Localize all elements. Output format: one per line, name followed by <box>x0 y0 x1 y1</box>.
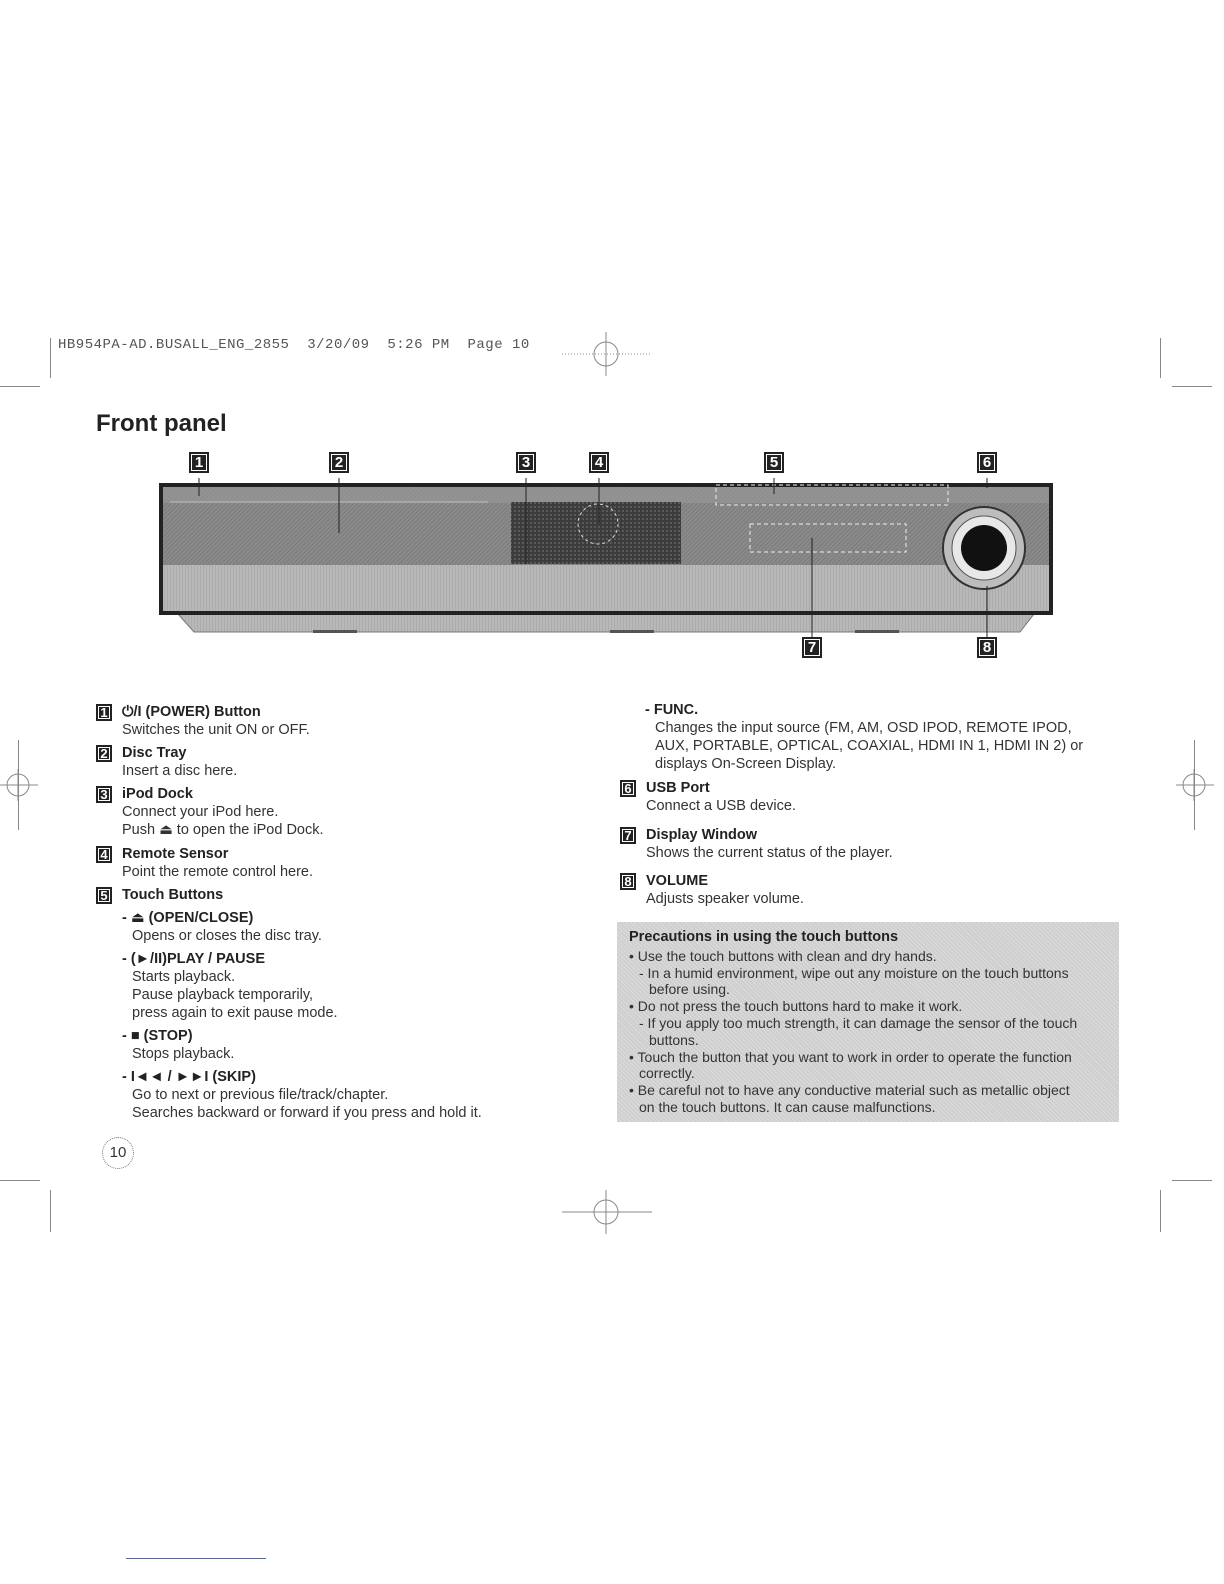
slug-time: 5:26 PM <box>387 337 450 353</box>
touch-button-description: AUX, PORTABLE, OPTICAL, COAXIAL, HDMI IN… <box>655 738 1084 754</box>
touch-skip: - I◄◄ / ►►I (SKIP) Go to next or previou… <box>122 1068 482 1122</box>
slug-page: Page 10 <box>467 337 530 353</box>
touch-func: - FUNC. Changes the input source (FM, AM… <box>645 701 1083 773</box>
precautions-box: Precautions in using the touch buttons •… <box>617 922 1119 1122</box>
item-number: 1 <box>96 703 112 721</box>
item-number: 5 <box>96 886 112 904</box>
precaution-line: buttons. <box>649 1031 699 1048</box>
touch-stop: - ■ (STOP) Stops playback. <box>122 1027 234 1063</box>
crop-mark <box>50 338 51 378</box>
item-description: Adjusts speaker volume. <box>646 891 804 907</box>
touch-button-description: Stops playback. <box>132 1046 235 1062</box>
touch-button-title: - FUNC. <box>645 702 699 718</box>
touch-button-description: Opens or closes the disc tray. <box>132 928 322 944</box>
item-title: ⏻/I (POWER) Button <box>122 704 261 720</box>
touch-button-description: press again to exit pause mode. <box>132 1005 338 1021</box>
item-description: Connect a USB device. <box>646 798 796 814</box>
item-description: Point the remote control here. <box>122 864 314 880</box>
crop-mark <box>1172 386 1212 387</box>
callout-2: 2 <box>329 452 349 473</box>
crop-mark <box>1160 1190 1161 1232</box>
item-number: 8 <box>620 872 636 890</box>
slug-file: HB954PA-AD.BUSALL_ENG_2855 <box>58 337 290 353</box>
callout-7: 7 <box>802 637 822 658</box>
precaution-line: • Touch the button that you want to work… <box>629 1048 1072 1065</box>
callout-1: 1 <box>189 452 209 473</box>
registration-mark-bottom <box>562 1190 652 1234</box>
touch-button-description: displays On-Screen Display. <box>655 756 837 772</box>
item-number: 4 <box>96 845 112 863</box>
touch-button-description: Starts playback. <box>132 969 236 985</box>
footer-rule <box>126 1558 266 1559</box>
touch-button-title: - ■ (STOP) <box>122 1028 193 1044</box>
touch-button-title: - (►/II)PLAY / PAUSE <box>122 951 265 967</box>
item-title: VOLUME <box>646 873 709 889</box>
item-description: Insert a disc here. <box>122 763 238 779</box>
item-number: 3 <box>96 785 112 803</box>
precaution-line: - In a humid environment, wipe out any m… <box>639 964 1069 981</box>
item-title: Remote Sensor <box>122 846 229 862</box>
item-ipod-dock: 3 iPod Dock Connect your iPod here. Push … <box>96 785 324 839</box>
touch-button-title: - ⏏ (OPEN/CLOSE) <box>122 910 254 926</box>
item-disc-tray: 2 Disc Tray Insert a disc here. <box>96 744 237 780</box>
precautions-title: Precautions in using the touch buttons <box>629 929 899 945</box>
page-number: 10 <box>102 1137 134 1169</box>
item-title: iPod Dock <box>122 786 193 802</box>
touch-button-description: Pause playback temporarily, <box>132 987 314 1003</box>
item-description: Connect your iPod here. <box>122 804 279 820</box>
item-number: 7 <box>620 826 636 844</box>
crop-mark <box>0 386 40 387</box>
item-title: Touch Buttons <box>122 887 224 903</box>
precaution-line: on the touch buttons. It can cause malfu… <box>639 1098 936 1115</box>
item-usb-port: 6 USB Port Connect a USB device. <box>620 779 796 815</box>
item-description: Push ⏏ to open the iPod Dock. <box>122 822 324 838</box>
slug-date: 3/20/09 <box>307 337 370 353</box>
precaution-line: before using. <box>649 981 730 998</box>
page-title: Front panel <box>96 410 227 437</box>
callout-8: 8 <box>977 637 997 658</box>
registration-mark-left <box>0 769 38 801</box>
callout-6: 6 <box>977 452 997 473</box>
crop-mark <box>1160 338 1161 378</box>
item-remote-sensor: 4 Remote Sensor Point the remote control … <box>96 845 313 881</box>
callout-4: 4 <box>589 452 609 473</box>
callout-3: 3 <box>516 452 536 473</box>
touch-play-pause: - (►/II)PLAY / PAUSE Starts playback. Pa… <box>122 950 338 1022</box>
item-title: Display Window <box>646 827 758 843</box>
precaution-line: - If you apply too much strength, it can… <box>639 1014 1078 1031</box>
item-power: 1 ⏻/I (POWER) Button Switches the unit ON… <box>96 703 310 739</box>
front-panel-illustration <box>159 478 1053 638</box>
item-title: USB Port <box>646 780 710 796</box>
touch-button-description: Searches backward or forward if you pres… <box>132 1105 482 1121</box>
crop-mark <box>50 1190 51 1232</box>
precaution-line: correctly. <box>639 1065 695 1082</box>
touch-button-description: Go to next or previous file/track/chapte… <box>132 1087 389 1103</box>
item-volume: 8 VOLUME Adjusts speaker volume. <box>620 872 804 908</box>
callout-5: 5 <box>764 452 784 473</box>
touch-button-title: - I◄◄ / ►►I (SKIP) <box>122 1069 256 1085</box>
item-touch-buttons: 5 Touch Buttons <box>96 886 223 904</box>
touch-button-description: Changes the input source (FM, AM, OSD IP… <box>655 720 1072 736</box>
precaution-line: • Be careful not to have any conductive … <box>629 1082 1070 1099</box>
item-title: Disc Tray <box>122 745 187 761</box>
crop-mark <box>0 1180 40 1181</box>
precaution-line: • Use the touch buttons with clean and d… <box>629 947 937 964</box>
print-slug: HB954PA-AD.BUSALL_ENG_2855 3/20/09 5:26 … <box>58 337 530 353</box>
item-description: Switches the unit ON or OFF. <box>122 722 310 738</box>
precaution-line: • Do not press the touch buttons hard to… <box>629 998 963 1015</box>
touch-open-close: - ⏏ (OPEN/CLOSE) Opens or closes the dis… <box>122 909 322 945</box>
crop-mark <box>1172 1180 1212 1181</box>
registration-mark-top <box>562 332 652 376</box>
item-number: 6 <box>620 779 636 797</box>
item-description: Shows the current status of the player. <box>646 845 893 861</box>
item-display-window: 7 Display Window Shows the current status… <box>620 826 893 862</box>
registration-mark-right <box>1176 769 1214 801</box>
item-number: 2 <box>96 744 112 762</box>
